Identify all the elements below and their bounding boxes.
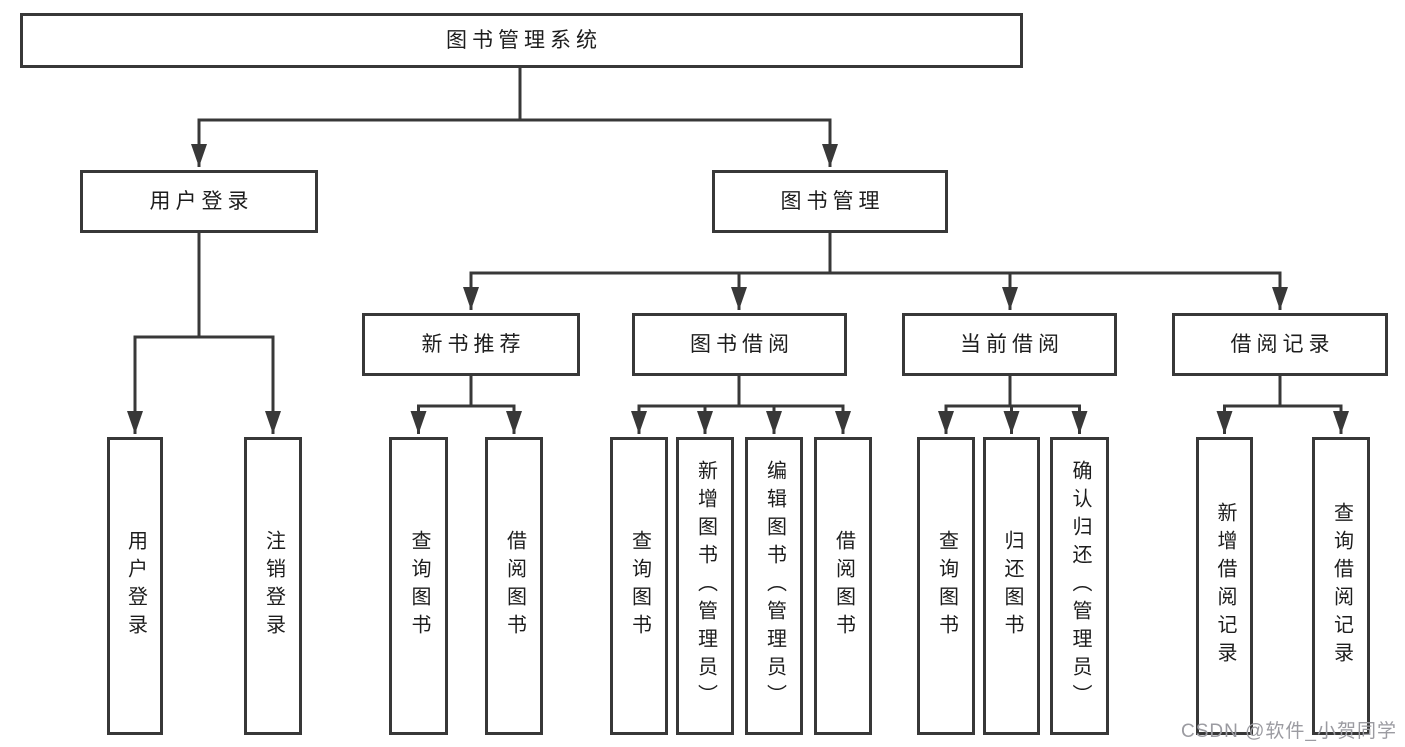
leaf-add-borrow-record: 新增借阅记录 [1196,437,1253,735]
node-book-borrow: 图书借阅 [632,313,847,376]
leaf-query-borrow-record-label: 查询借阅记录 [1330,502,1353,670]
node-current-borrow-label: 当前借阅 [960,333,1064,356]
leaf-confirm-return-admin: 确认归还（管理员） [1050,437,1109,735]
leaf-edit-book-admin-label: 编辑图书（管理员） [763,460,786,712]
node-user-login: 用户登录 [80,170,318,233]
node-user-login-label: 用户登录 [149,190,254,213]
leaf-current-query-book-label: 查询图书 [935,530,958,642]
node-book-borrow-label: 图书借阅 [690,333,794,356]
leaf-add-book-admin-label: 新增图书（管理员） [694,460,717,712]
leaf-current-query-book: 查询图书 [917,437,975,735]
leaf-borrow-borrow-book: 借阅图书 [814,437,872,735]
leaf-borrow-query-book: 查询图书 [610,437,668,735]
node-borrow-record-label: 借阅记录 [1230,333,1335,356]
node-new-book-recommend-label: 新书推荐 [421,333,526,356]
leaf-add-borrow-record-label: 新增借阅记录 [1214,502,1236,670]
leaf-edit-book-admin: 编辑图书（管理员） [745,437,803,735]
node-root-label: 图书管理系统 [446,29,602,52]
leaf-newbook-query-book: 查询图书 [389,437,448,735]
leaf-user-login: 用户登录 [107,437,163,735]
leaf-return-book-label: 归还图书 [1001,530,1023,642]
leaf-add-book-admin: 新增图书（管理员） [676,437,734,735]
leaf-user-login-label: 用户登录 [124,530,147,642]
node-book-management-label: 图书管理 [780,190,885,213]
node-book-management: 图书管理 [712,170,948,233]
leaf-confirm-return-admin-label: 确认归还（管理员） [1069,460,1091,712]
leaf-logout-login: 注销登录 [244,437,302,735]
leaf-newbook-borrow-book-label: 借阅图书 [503,530,526,642]
leaf-logout-login-label: 注销登录 [262,530,285,642]
leaf-query-borrow-record: 查询借阅记录 [1312,437,1370,735]
leaf-return-book: 归还图书 [983,437,1040,735]
leaf-newbook-borrow-book: 借阅图书 [485,437,543,735]
leaf-borrow-query-book-label: 查询图书 [628,530,651,642]
node-current-borrow: 当前借阅 [902,313,1117,376]
leaf-newbook-query-book-label: 查询图书 [408,530,430,642]
leaf-borrow-borrow-book-label: 借阅图书 [832,530,855,642]
csdn-watermark: CSDN @软件_小贺同学 [1181,721,1397,742]
node-root-system: 图书管理系统 [20,13,1023,68]
node-new-book-recommend: 新书推荐 [362,313,580,376]
node-borrow-record: 借阅记录 [1172,313,1388,376]
